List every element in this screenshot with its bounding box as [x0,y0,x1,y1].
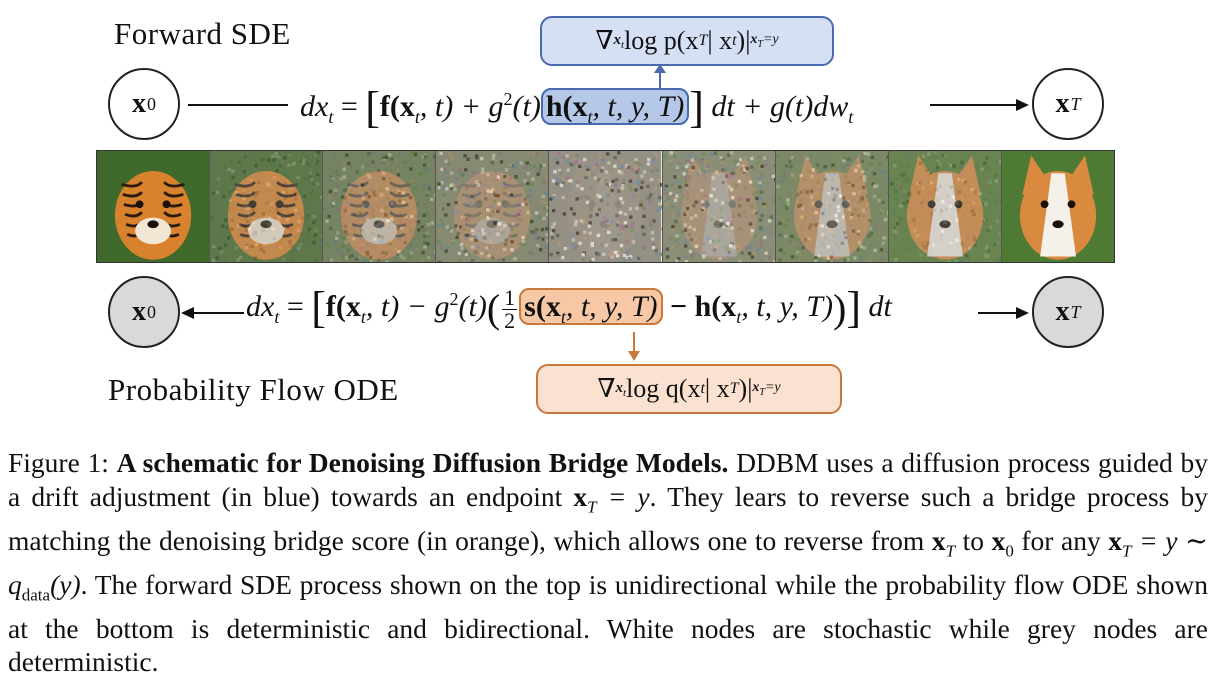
forward-arrow-right [930,96,1030,114]
bracket-close: ] [689,83,704,132]
strip-frame-tiger [323,151,436,262]
forward-equation: dxt = [f(xt, t) + g2(t)h(xt, t, y, T)] d… [300,82,853,133]
forward-sde-title: Forward SDE [114,16,291,52]
bracket-close: ] [846,283,861,332]
ode-title: Probability Flow ODE [108,372,399,408]
strip-frame-tiger [97,151,210,262]
ode-arrow-left [180,304,244,322]
paren-open: ( [487,286,500,331]
nabla: ∇ [595,26,613,56]
strip-frame-corgi [1002,151,1114,262]
strip-frame-corgi [776,151,889,262]
figure-caption: Figure 1: A schematic for Denoising Diff… [8,446,1208,679]
ode-arrow-down [624,332,644,362]
bracket-open: [ [365,83,380,132]
strip-frame-corgi [663,151,776,262]
paren-close: ) [833,286,846,331]
strip-frame-tiger [210,151,323,262]
forward-line-left [188,104,288,106]
strip-frame-tiger [436,151,549,262]
image-strip [96,150,1115,263]
drift-adjustment-highlight: h(xt, t, y, T) [541,88,689,125]
strip-frame-mix [549,151,662,262]
bridge-score-highlight: s(xt, t, y, T) [519,288,662,325]
strip-frame-corgi [889,151,1002,262]
ode-arrow-right [978,304,1030,322]
bracket-open: [ [311,283,326,332]
